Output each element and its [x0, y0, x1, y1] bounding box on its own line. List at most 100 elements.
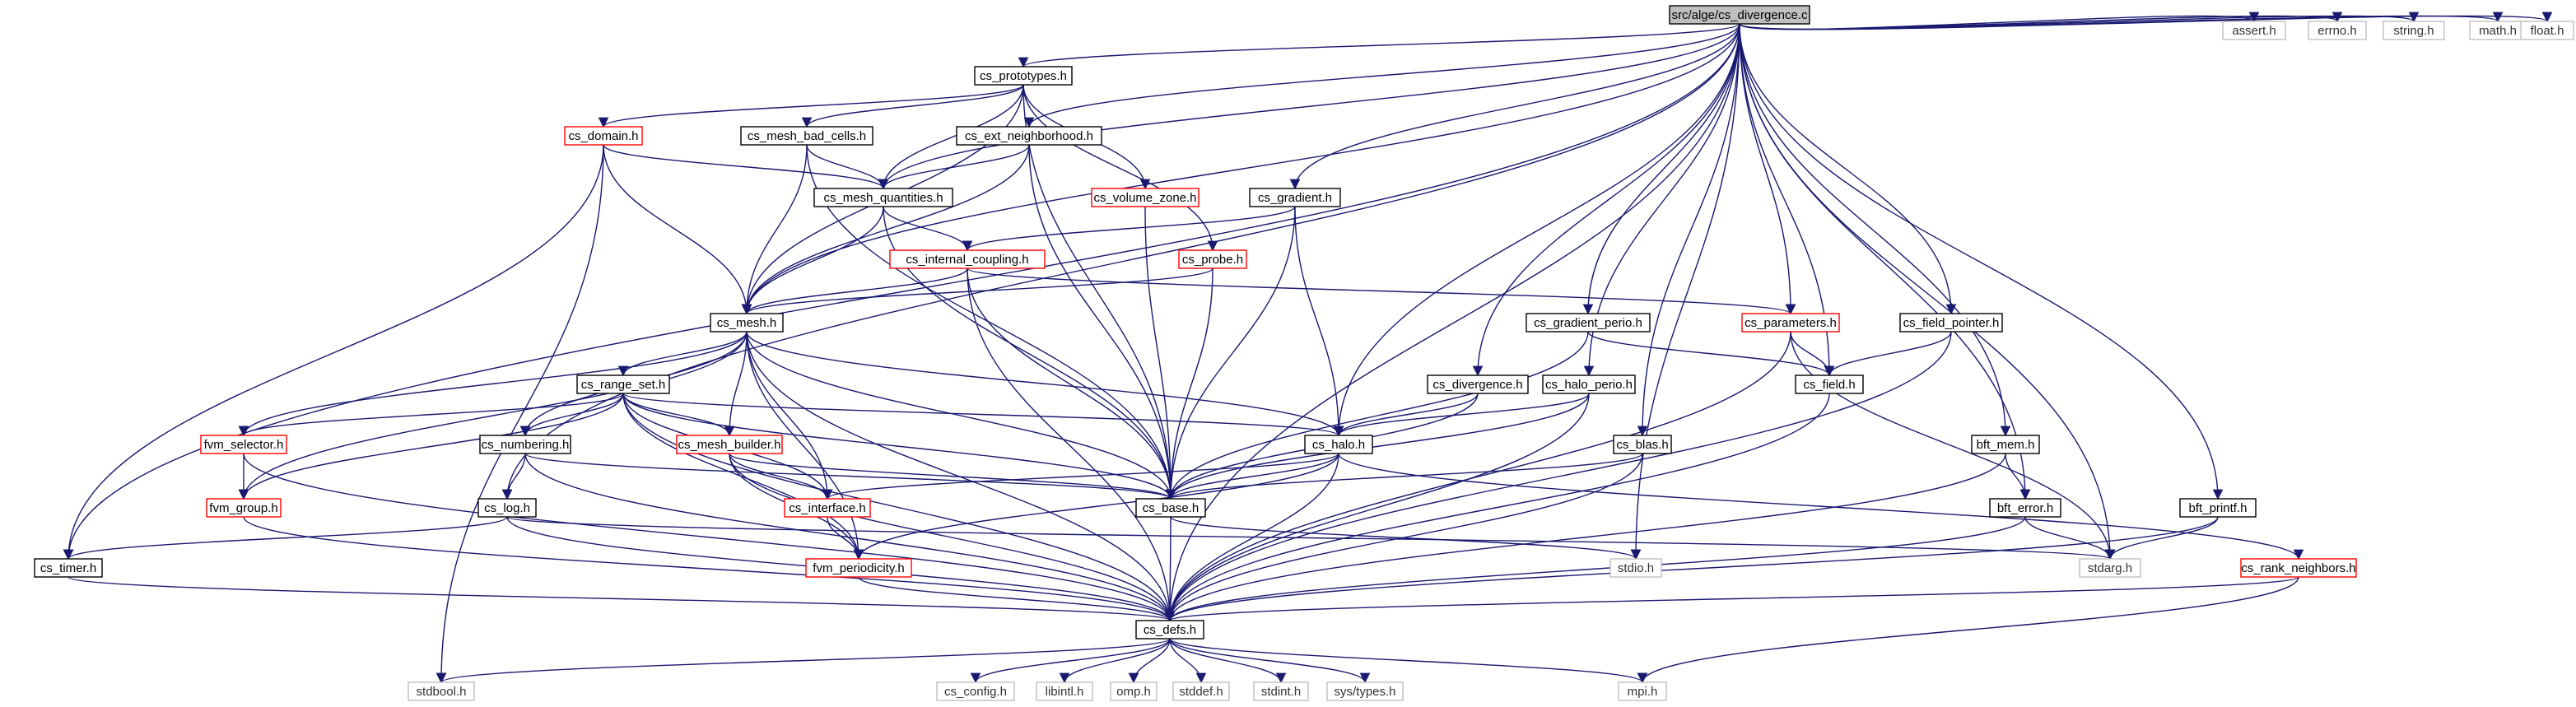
edge-root-to-stdarg [1739, 23, 2116, 560]
node-label: cs_gradient_perio.h [1534, 316, 1642, 330]
edge-cs_mesh_quantities-to-cs_internal_coupling [883, 206, 973, 252]
edge-bft_mem-to-bft_error [2005, 453, 2031, 500]
edge-bft_printf-to-stdarg [2104, 516, 2219, 560]
node-label: errno.h [2317, 24, 2357, 38]
node-root[interactable]: src/alge/cs_divergence.c [1669, 5, 1810, 25]
node-box [805, 558, 912, 578]
node-box [1326, 681, 1404, 701]
node-cs-halo[interactable]: cs_halo.h [1304, 435, 1373, 454]
edge-cs_base-to-stdio [1170, 516, 1642, 560]
node-bft-error[interactable]: bft_error.h [1989, 498, 2061, 518]
node-label: cs_timer.h [40, 561, 96, 575]
node-box [1427, 374, 1529, 394]
edge-cs_mesh-to-cs_base [746, 331, 1176, 500]
edge-cs_mesh-to-cs_halo [746, 331, 1344, 437]
node-cs-log[interactable]: cs_log.h [477, 498, 537, 518]
node-box [2520, 21, 2574, 40]
node-stdarg: stdarg.h [2079, 558, 2141, 578]
node-cs-parameters[interactable]: cs_parameters.h [1741, 313, 1840, 333]
node-fvm-periodicity[interactable]: fvm_periodicity.h [805, 558, 912, 578]
edge-cs_parameters-to-cs_defs [1164, 331, 1791, 622]
header-nodes: src/alge/cs_divergence.ccs_prototypes.ha… [34, 5, 2574, 701]
node-cs-mesh[interactable]: cs_mesh.h [710, 313, 784, 333]
edge-cs_numbering-to-cs_base [524, 453, 1176, 500]
node-cs-domain[interactable]: cs_domain.h [564, 126, 643, 146]
node-label: cs_gradient.h [1258, 191, 1332, 205]
node-cs-field[interactable]: cs_field.h [1795, 374, 1864, 394]
node-box [1135, 620, 1204, 640]
edge-cs_mesh-to-cs_interface [746, 331, 833, 500]
node-fvm-selector[interactable]: fvm_selector.h [200, 435, 287, 454]
edge-cs_interface-to-fvm_periodicity [827, 516, 864, 560]
node-cs-gradient-perio[interactable]: cs_gradient_perio.h [1526, 313, 1651, 333]
node-cs-gradient[interactable]: cs_gradient.h [1249, 188, 1341, 207]
edge-cs_volume_zone-to-cs_base [1144, 206, 1176, 500]
node-cs-prototypes[interactable]: cs_prototypes.h [974, 66, 1073, 86]
node-cs-volume-zone[interactable]: cs_volume_zone.h [1091, 188, 1199, 207]
edge-cs_gradient-to-cs_base [1165, 206, 1296, 500]
node-cs-mesh-quantities[interactable]: cs_mesh_quantities.h [813, 188, 953, 207]
node-box [408, 681, 475, 701]
node-box [784, 498, 871, 518]
node-label: cs_internal_coupling.h [906, 253, 1028, 267]
node-box [1249, 188, 1341, 207]
edge-cs_log-to-cs_timer [63, 516, 508, 560]
node-box [1669, 5, 1810, 25]
node-label: cs_domain.h [568, 129, 638, 143]
node-omp: omp.h [1110, 681, 1158, 701]
node-bft-mem[interactable]: bft_mem.h [1971, 435, 2040, 454]
node-string: string.h [2383, 21, 2445, 40]
node-cs-config: cs_config.h [936, 681, 1015, 701]
edge-cs_internal_coupling-to-cs_parameters [967, 267, 1796, 315]
node-label: stdint.h [1261, 685, 1301, 699]
node-bft-printf[interactable]: bft_printf.h [2179, 498, 2257, 518]
node-cs-blas[interactable]: cs_blas.h [1613, 435, 1672, 454]
node-box [889, 249, 1046, 269]
node-cs-interface[interactable]: cs_interface.h [784, 498, 871, 518]
node-cs-timer[interactable]: cs_timer.h [34, 558, 103, 578]
node-cs-divergence[interactable]: cs_divergence.h [1427, 374, 1529, 394]
node-box [974, 66, 1073, 86]
node-box [34, 558, 103, 578]
node-label: cs_field_pointer.h [1903, 316, 2000, 330]
node-cs-numbering[interactable]: cs_numbering.h [479, 435, 571, 454]
node-cs-mesh-builder[interactable]: cs_mesh_builder.h [676, 435, 783, 454]
node-label: cs_config.h [944, 685, 1007, 699]
edge-cs_defs-to-cs_config [970, 638, 1171, 684]
edge-fvm_selector-to-cs_defs [243, 453, 1176, 622]
edge-root-to-cs_gradient [1289, 23, 1740, 190]
edge-cs_parameters-to-stdarg [1790, 331, 2116, 560]
edge-root-to-cs_timer [63, 23, 1740, 560]
node-label: stdarg.h [2088, 561, 2132, 575]
edge-root-to-cs_parameters [1739, 23, 1796, 315]
edge-cs_halo_perio-to-cs_defs [1164, 393, 1590, 622]
node-label: cs_blas.h [1616, 438, 1668, 452]
node-cs-rank-neighbors[interactable]: cs_rank_neighbors.h [2240, 558, 2357, 578]
node-cs-defs[interactable]: cs_defs.h [1135, 620, 1204, 640]
node-box [1304, 435, 1373, 454]
edge-cs_rank_neighbors-to-mpi [1637, 576, 2299, 684]
node-cs-internal-coupling[interactable]: cs_internal_coupling.h [889, 249, 1046, 269]
node-cs-field-pointer[interactable]: cs_field_pointer.h [1899, 313, 2003, 333]
node-cs-ext-neighborhood[interactable]: cs_ext_neighborhood.h [956, 126, 1102, 146]
node-box [1178, 249, 1247, 269]
node-cs-base[interactable]: cs_base.h [1135, 498, 1206, 518]
edge-cs_rank_neighbors-to-cs_defs [1165, 576, 2299, 622]
edge-cs_blas-to-cs_base [1165, 453, 1643, 500]
node-label: cs_range_set.h [581, 378, 666, 392]
node-fvm-group[interactable]: fvm_group.h [206, 498, 282, 518]
edge-root-to-cs_divergence [1472, 23, 1740, 377]
node-label: math.h [2479, 24, 2517, 38]
node-cs-halo-perio[interactable]: cs_halo_perio.h [1542, 374, 1636, 394]
node-float: float.h [2520, 21, 2574, 40]
edge-cs_prototypes-to-cs_probe [1022, 84, 1218, 252]
node-cs-mesh-bad-cells[interactable]: cs_mesh_bad_cells.h [740, 126, 873, 146]
edge-cs_defs-to-stddef [1169, 638, 1207, 684]
edge-cs_defs-to-stdbool [436, 638, 1171, 684]
node-cs-range-set[interactable]: cs_range_set.h [576, 374, 670, 394]
node-cs-probe[interactable]: cs_probe.h [1178, 249, 1247, 269]
node-box [2222, 21, 2286, 40]
edge-cs_defs-to-stdint [1169, 638, 1287, 684]
edge-cs_prototypes-to-cs_mesh_bad_cells [801, 84, 1024, 128]
node-errno: errno.h [2308, 21, 2367, 40]
